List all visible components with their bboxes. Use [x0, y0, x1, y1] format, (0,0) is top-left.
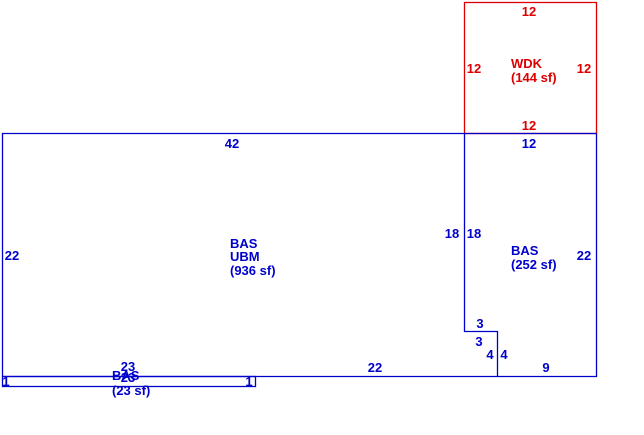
main-dim-top: 42 [225, 136, 239, 151]
deck-dim-bottom: 12 [522, 118, 536, 133]
small-dim-right: 1 [245, 374, 252, 389]
side-area-outline[interactable] [464, 132, 598, 378]
side-area-size: (252 sf) [511, 257, 557, 272]
deck-dim-left: 12 [467, 61, 481, 76]
small-dim-bottom: 23 [121, 370, 135, 385]
side-notch-side: 3 [475, 334, 482, 349]
small-area-code: BAS [112, 368, 140, 383]
side-notch-right-height: 4 [500, 347, 508, 362]
main-area-code: BAS [230, 236, 258, 251]
side-dim-left: 18 [467, 226, 481, 241]
deck-dim-top: 12 [522, 4, 536, 19]
side-dim-right: 22 [577, 248, 591, 263]
deck-code: WDK [511, 56, 543, 71]
small-dim-left: 1 [2, 374, 9, 389]
small-dim-top: 23 [121, 359, 135, 374]
side-dim-top: 12 [522, 136, 536, 151]
main-dim-left: 22 [5, 248, 19, 263]
deck-area: (144 sf) [511, 70, 557, 85]
side-notch-left-height: 4 [486, 347, 494, 362]
small-area-size: (23 sf) [112, 383, 150, 398]
main-dim-right-inner: 18 [445, 226, 459, 241]
main-dim-bottom: 22 [368, 360, 382, 375]
side-notch-top: 3 [476, 316, 483, 331]
main-area-sub-code: UBM [230, 249, 260, 264]
main-area-size: (936 sf) [230, 263, 276, 278]
deck-dim-right: 12 [577, 61, 591, 76]
side-dim-bottom: 9 [542, 360, 549, 375]
small-area-outline[interactable] [1, 375, 257, 388]
side-area-code: BAS [511, 243, 539, 258]
